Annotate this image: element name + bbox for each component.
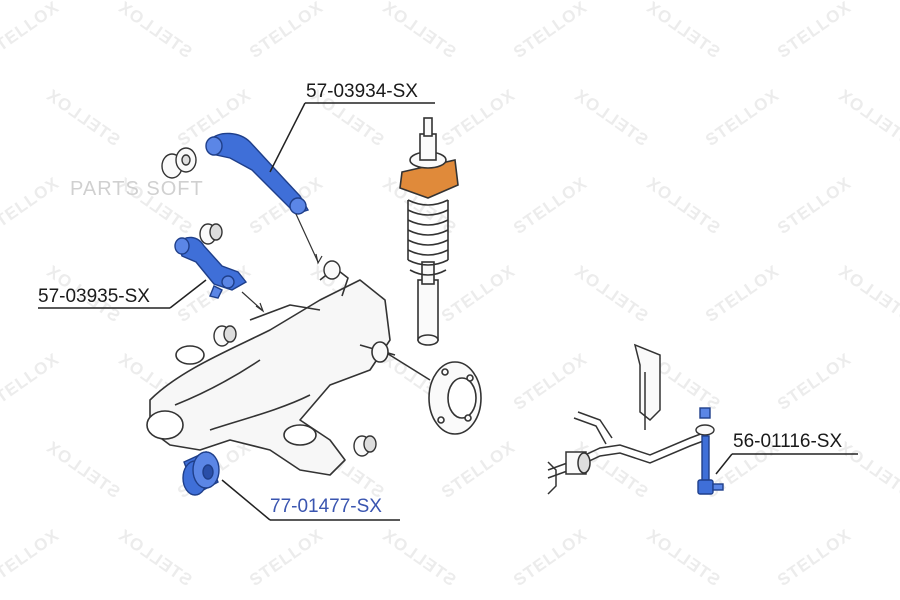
trailing-arm-bushing-part: [182, 451, 220, 496]
wheel-hub: [371, 341, 482, 435]
upper-control-arm-part: [205, 132, 310, 215]
stabilizer-link-part: [695, 407, 724, 495]
lower-control-arm-part: [174, 236, 248, 299]
part-label-upper-arm: 57-03934-SX: [306, 81, 418, 102]
shock-absorber: [399, 117, 459, 346]
parts-soft-watermark: PARTS SOFT: [70, 178, 204, 200]
rear-subframe: [146, 267, 396, 476]
stabilizer-bar: [547, 343, 707, 495]
assembly-arrows: [241, 213, 323, 313]
part-label-lower-arm: 57-03935-SX: [38, 286, 150, 307]
part-label-stabilizer-link: 56-01116-SX: [733, 431, 843, 452]
small-bushings: [199, 223, 377, 457]
upper-bushing: [161, 147, 197, 179]
leader-lines: [38, 102, 858, 521]
part-label-bushing[interactable]: 77-01477-SX: [270, 496, 382, 517]
